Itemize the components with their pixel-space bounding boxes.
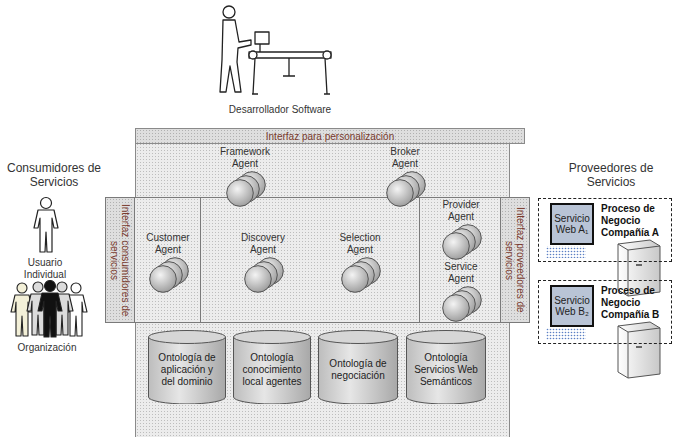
side-label: Organización — [2, 342, 92, 354]
node-text: Servicio Web B₂ — [554, 295, 590, 317]
side-label: Desarrollador Software — [215, 104, 345, 116]
node-text: Customer Agent — [146, 232, 189, 256]
node-text: Servicio Web A₁ — [554, 213, 590, 235]
interface-band: Interfaz proveedores de servicios — [500, 197, 530, 323]
node-text: Service Agent — [444, 261, 477, 285]
company-process-box: Proceso de Negocio Compañía A Servicio We… — [538, 198, 672, 262]
ontology-cylinder: Ontología conocimiento local agentes — [233, 330, 311, 404]
node-text: Discovery Agent — [241, 232, 285, 256]
company-process-box: Proceso de Negocio Compañía B Servicio We… — [538, 280, 672, 344]
agent-circles — [240, 257, 286, 293]
organization-figure — [10, 280, 90, 340]
node-text: Proceso de Negocio Compañía A — [601, 203, 669, 239]
agent-stack: Selection Agent — [323, 232, 397, 293]
ontology-cylinder: Ontología Servicios Web Semánticos — [406, 330, 486, 404]
web-service-box: Servicio Web B₂ — [550, 285, 594, 327]
node-text: Ontología Servicios Web Semánticos — [412, 352, 480, 388]
node-text: Selection Agent — [339, 232, 380, 256]
agent-stack: Customer Agent — [136, 232, 200, 293]
interface-band: Interfaz consumidores de servicios — [105, 197, 135, 323]
compartment-lines — [200, 197, 420, 323]
agent-stack: Provider Agent — [424, 199, 498, 260]
side-label: Proveedores de Servicios — [552, 161, 670, 189]
agent-circles — [438, 224, 484, 260]
web-service-box: Servicio Web A₁ — [550, 203, 594, 245]
agent-circles — [382, 171, 428, 207]
interface-band: Interfaz para personalización — [135, 128, 525, 144]
agent-stack: Discovery Agent — [226, 232, 300, 293]
agent-stack: Framework Agent — [205, 146, 285, 207]
agent-circles — [145, 257, 191, 293]
agent-stack: Broker Agent — [368, 146, 442, 207]
side-label: Usuario Individual — [12, 257, 78, 281]
agent-circles — [222, 171, 268, 207]
agent-circles — [438, 286, 484, 322]
node-text: Broker Agent — [390, 146, 419, 170]
node-text: Ontología de aplicación y del dominio — [154, 352, 220, 388]
user-figure — [30, 196, 62, 256]
node-text: Proceso de Negocio Compañía B — [601, 285, 669, 321]
node-text: Provider Agent — [442, 199, 479, 223]
agent-stack: Service Agent — [424, 261, 498, 322]
side-label: Consumidores de Servicios — [2, 161, 106, 189]
node-text: Interfaz consumidores de servicios — [109, 200, 131, 320]
node-text: Ontología conocimiento local agentes — [239, 352, 305, 388]
node-text: Interfaz para personalización — [266, 131, 394, 142]
node-text: Framework Agent — [220, 146, 270, 170]
ontology-cylinder: Ontología de aplicación y del dominio — [148, 330, 226, 404]
agent-circles — [337, 257, 383, 293]
developer-figure — [205, 2, 345, 102]
node-text: Interfaz proveedores de servicios — [504, 200, 526, 320]
ontology-cylinder: Ontología de negociación — [318, 330, 398, 404]
node-text: Ontología de negociación — [324, 358, 392, 382]
